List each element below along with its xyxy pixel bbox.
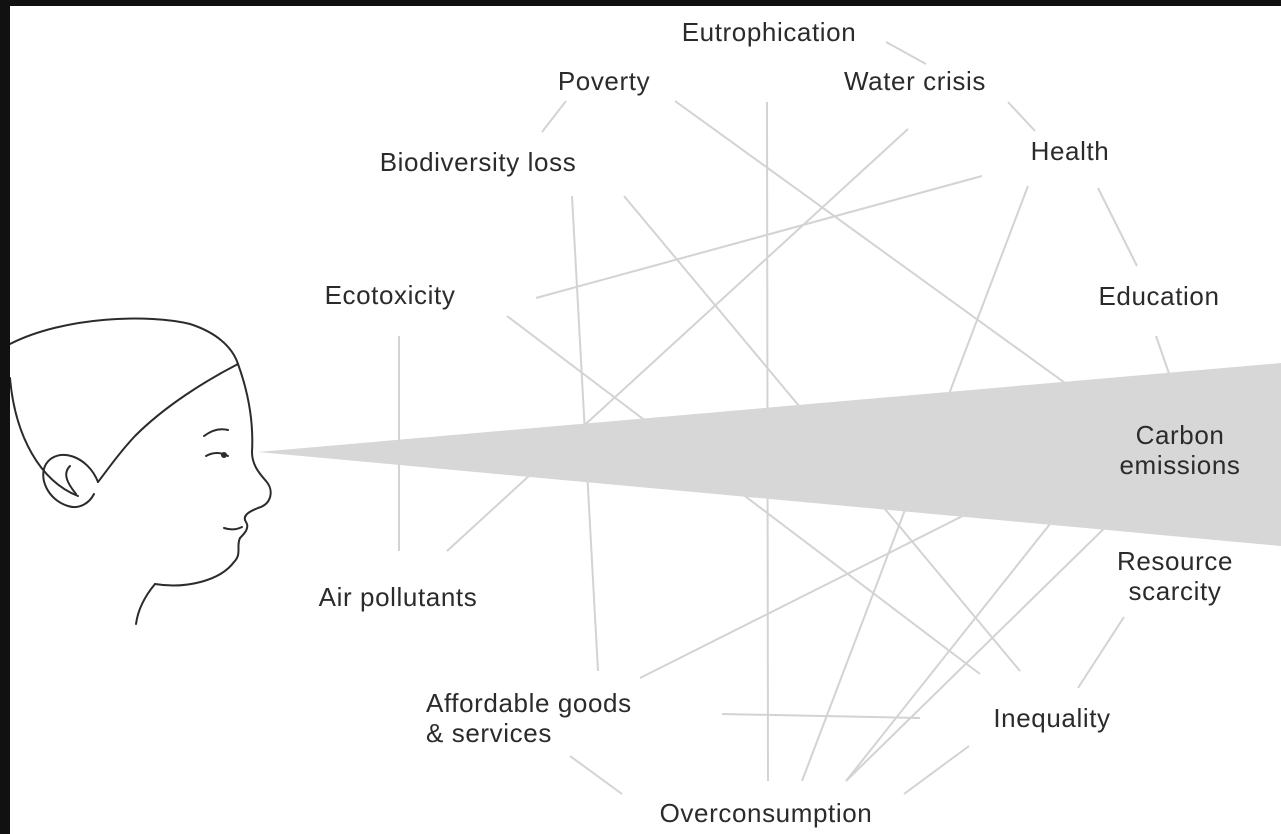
topic-label-line: Affordable goods	[426, 688, 632, 718]
topic-label-line: Resource	[1117, 546, 1233, 576]
topic-label-poverty: Poverty	[558, 66, 650, 96]
topic-label-line: Ecotoxicity	[325, 280, 456, 310]
topic-label-line: Inequality	[993, 703, 1110, 733]
connector-line	[1077, 616, 1125, 689]
connector-line	[1097, 187, 1138, 267]
topic-label-line: Water crisis	[844, 66, 986, 96]
face-outline	[154, 363, 272, 587]
topic-label-ecotoxicity: Ecotoxicity	[325, 280, 456, 310]
ear-inner-outline	[65, 465, 77, 495]
pupil	[221, 452, 227, 458]
connector-line	[569, 755, 623, 795]
connector-line	[721, 713, 921, 719]
topic-label-health: Health	[1031, 136, 1110, 166]
hair-outline	[10, 317, 239, 483]
topic-label-line: Education	[1098, 281, 1219, 311]
connector-line	[541, 100, 567, 133]
gaze-cone	[258, 363, 1281, 546]
connector-line	[1007, 101, 1036, 132]
connector-line	[903, 745, 970, 795]
mouth-outline	[223, 526, 243, 531]
topic-label-line: Overconsumption	[660, 798, 873, 828]
topic-label-affordable-goods: Affordable goods& services	[426, 688, 632, 748]
connector-line	[535, 175, 983, 299]
topic-label-line: Eutrophication	[682, 17, 857, 47]
topic-label-eutrophication: Eutrophication	[682, 17, 857, 47]
topic-label-line: Carbon	[1136, 420, 1225, 450]
topic-label-inequality: Inequality	[993, 703, 1110, 733]
eyebrow-outline	[203, 428, 229, 437]
connector-line	[885, 41, 927, 65]
topic-label-overconsumption: Overconsumption	[660, 798, 873, 828]
neck-outline	[135, 583, 156, 625]
topic-label-biodiversity-loss: Biodiversity loss	[380, 147, 577, 177]
connector-line	[446, 128, 909, 552]
topic-label-line: Health	[1031, 136, 1110, 166]
ear-outline	[42, 454, 99, 508]
topic-label-water-crisis: Water crisis	[844, 66, 986, 96]
topic-label-line: scarcity	[1129, 576, 1222, 606]
connector-line	[845, 510, 1123, 782]
topic-label-line: emissions	[1120, 450, 1241, 480]
topic-label-line: Air pollutants	[319, 582, 478, 612]
topic-label-air-pollutants: Air pollutants	[319, 582, 478, 612]
connector-line	[674, 100, 1109, 415]
topic-label-line: Biodiversity loss	[380, 147, 577, 177]
back-of-head-outline	[10, 377, 79, 497]
topic-label-education: Education	[1098, 281, 1219, 311]
topic-label-line: & services	[426, 718, 552, 748]
topic-label-line: Poverty	[558, 66, 650, 96]
face-profile-icon	[10, 317, 272, 625]
